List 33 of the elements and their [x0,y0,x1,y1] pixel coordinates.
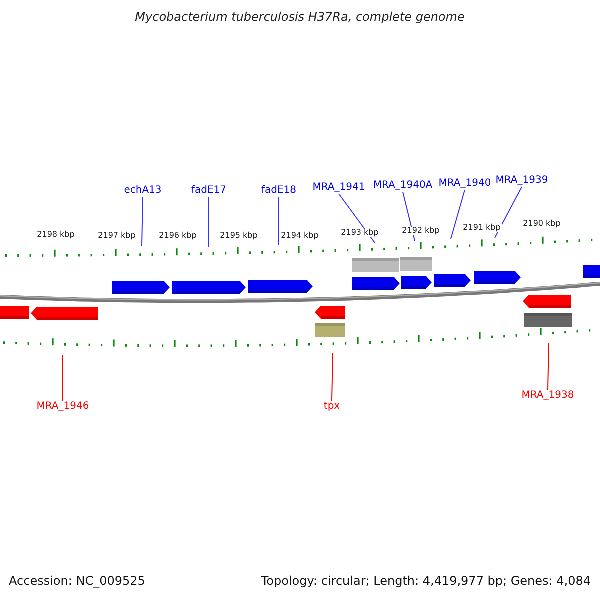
leader-line [62,354,64,402]
leader-line [450,190,466,240]
scale-label: 2190 kbp [522,220,562,228]
gene-label: MRA_1941 [312,183,366,193]
scale-ruler [3,328,591,348]
genome-info-text: Topology: circular; Length: 4,419,977 bp; Genes: 4,084 [261,575,591,587]
scale-label: 2195 kbp [219,232,259,240]
leader-line [402,192,416,242]
gene-label: MRA_1946 [36,402,90,412]
gene-label: fadE18 [261,186,297,196]
accession-text: Accession: NC_009525 [9,575,146,587]
leader-line [142,196,144,246]
diagram-title: Mycobacterium tuberculosis H37Ra, complete genome [134,11,466,23]
leader-line [494,186,522,238]
gene-label: echA13 [124,186,162,196]
gene-label: MRA_1940 [438,179,492,189]
scale-label: 2197 kbp [97,232,137,240]
gene-label: fadE17 [191,186,227,196]
gene-label: tpx [324,402,340,412]
gene-label: MRA_1939 [496,176,548,186]
scale-label: 2193 kbp [340,229,380,237]
scale-label: 2192 kbp [401,227,441,235]
leader-line [278,196,280,246]
scale-label: 2194 kbp [280,232,320,240]
gene-label: MRA_1938 [522,391,574,401]
scale-label: 2198 kbp [36,231,76,239]
leader-line [332,352,334,402]
gene-label: MRA_1940A [373,181,433,191]
leader-line [548,342,550,390]
scale-label: 2196 kbp [158,232,198,240]
leader-line [208,196,210,248]
scale-label: 2191 kbp [462,224,502,232]
leader-line [338,194,376,244]
